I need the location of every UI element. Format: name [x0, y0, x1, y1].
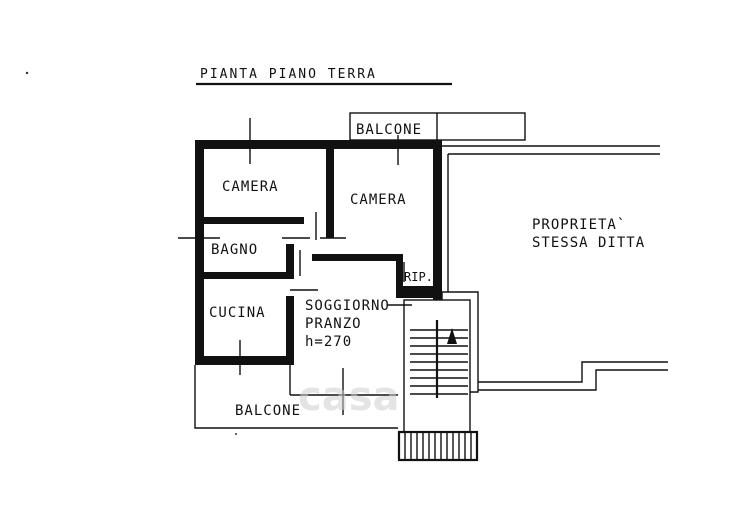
wall-west — [195, 140, 204, 365]
adjacent-property-line2: STESSA DITTA — [532, 235, 645, 251]
wall-north — [195, 140, 442, 149]
room-label-soggiorno: SOGGIORNO — [305, 298, 390, 314]
room-label-height: h=270 — [305, 334, 352, 350]
wall-corridor — [312, 254, 402, 261]
wall-camera-divider — [326, 140, 334, 238]
room-label-rip: RIP. — [404, 270, 433, 284]
scan-speck — [25, 71, 29, 75]
boundary-south-inner — [478, 369, 668, 391]
wall-east-upper — [433, 140, 442, 260]
watermark: casa — [298, 374, 400, 420]
wall-east-lower — [433, 260, 442, 300]
wall-rip-south — [396, 286, 442, 298]
balcony-bottom-outline — [194, 365, 398, 429]
room-label-camera-left: CAMERA — [222, 179, 279, 195]
stair-arrow — [447, 328, 457, 344]
boundary-south-outer — [478, 361, 668, 383]
room-label-pranzo: PRANZO — [305, 316, 362, 332]
wall-cucina-east — [286, 296, 294, 365]
stair-enclosure — [441, 291, 479, 393]
room-label-cucina: CUCINA — [209, 305, 266, 321]
wall-bagno-cucina — [204, 272, 294, 279]
external-step-lines — [404, 433, 472, 459]
scan-speck — [235, 433, 237, 435]
stair-treads — [410, 329, 468, 395]
wall-south-west — [195, 356, 290, 365]
balcony-bottom-label: BALCONE — [235, 403, 301, 419]
wall-rip-west — [396, 254, 403, 286]
wall-camera-bagno — [204, 217, 304, 224]
room-label-camera-right: CAMERA — [350, 192, 407, 208]
plan-title: PIANTA PIANO TERRA — [200, 67, 377, 82]
wall-bagno-east — [286, 244, 294, 279]
room-label-bagno: BAGNO — [211, 242, 258, 258]
external-steps — [397, 430, 479, 462]
adjacent-property-line1: PROPRIETA` — [532, 217, 626, 233]
balcony-top-label: BALCONE — [356, 122, 422, 138]
